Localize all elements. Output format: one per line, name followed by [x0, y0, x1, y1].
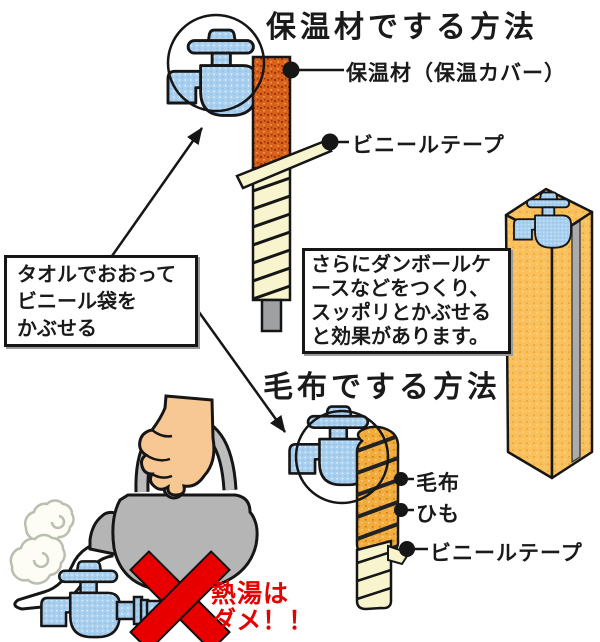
blanket-faucet-illustration	[288, 405, 428, 611]
vinyl-tape-strip	[235, 139, 333, 190]
note-towel-line: ビニール袋を	[17, 291, 137, 313]
note-towel: タオルでおおって ビニール袋を かぶせる	[4, 255, 198, 347]
note-cardboard-line: と効果があります。	[311, 326, 489, 348]
pipe-stub	[260, 298, 283, 333]
steam-icon	[9, 499, 75, 585]
note-cardboard: さらにダンボールケ ースなどをつくり、 スッポリとかぶせる と効果があります。	[302, 248, 511, 354]
pipe-right	[115, 600, 137, 621]
faucet-icon	[513, 191, 572, 249]
title-blanket-method: 毛布でする方法	[263, 371, 501, 404]
warning-text: 熱湯は ダメ！！	[211, 581, 314, 635]
taped-pipe-bottom	[355, 539, 411, 611]
title-insulation-method: 保温材でする方法	[266, 11, 538, 44]
pipe-seam-stripe	[571, 220, 581, 463]
note-towel-line: かぶせる	[17, 318, 97, 340]
magnifier-circle-bottom	[294, 409, 390, 505]
note-cardboard-line: ースなどをつくり、	[311, 278, 490, 300]
note-cardboard-line: スッポリとかぶせる	[311, 302, 491, 324]
label-insulation-cover: 保温材（保温カバー）	[346, 62, 566, 85]
note-towel-line: タオルでおおって	[17, 264, 176, 286]
note-cardboard-line: さらにダンボールケ	[311, 254, 491, 276]
taped-pipe	[251, 166, 292, 333]
warning-line: 熱湯は	[211, 580, 290, 608]
label-vinyl-tape-top: ビニールテープ	[352, 134, 505, 157]
kettle-warning-illustration	[9, 394, 259, 642]
label-string: ひも	[416, 503, 460, 526]
label-blanket: 毛布	[416, 472, 460, 495]
hand-illustration	[138, 394, 216, 497]
warning-line: ダメ！！	[211, 607, 315, 635]
insulated-faucet-illustration	[166, 13, 349, 333]
label-vinyl-tape-bottom: ビニールテープ	[430, 542, 583, 565]
arrow-to-top-faucet	[110, 127, 204, 257]
cardboard-box-3d	[504, 187, 594, 480]
magnifier-circle-top	[166, 13, 266, 113]
arrow-to-bottom-faucet	[184, 293, 287, 433]
no-symbol-x	[129, 550, 231, 642]
